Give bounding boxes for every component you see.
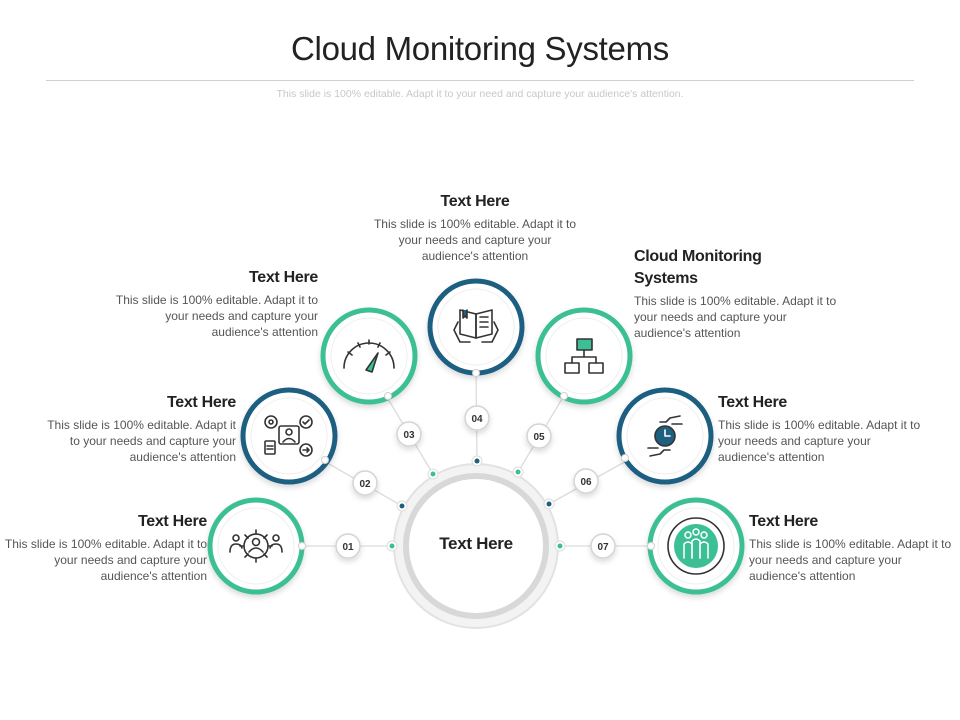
item-05-text: Cloud Monitoring Systems This slide is 1…	[634, 246, 838, 341]
item-04-body: This slide is 100% editable. Adapt it to…	[373, 217, 577, 264]
title-divider	[46, 80, 914, 81]
svg-text:02: 02	[359, 479, 371, 490]
item-04-text: Text Here This slide is 100% editable. A…	[372, 191, 578, 264]
team-gear-icon	[229, 529, 283, 563]
number-badges: 01 02 03 04 05 06 07	[335, 405, 616, 559]
item-07-heading: Text Here	[749, 513, 819, 530]
item-06-heading: Text Here	[718, 394, 788, 411]
svg-text:06: 06	[580, 477, 592, 488]
item-01-heading: Text Here	[137, 513, 207, 530]
item-02-heading: Text Here	[166, 394, 236, 411]
item-06-text: Text Here This slide is 100% editable. A…	[718, 392, 922, 465]
badge-07: 07	[590, 533, 616, 559]
item-07-text: Text Here This slide is 100% editable. A…	[749, 511, 953, 584]
node-04	[427, 278, 525, 377]
node-06	[616, 387, 714, 485]
item-06-body: This slide is 100% editable. Adapt it to…	[718, 418, 921, 465]
node-03	[320, 307, 418, 405]
hands-clock-icon	[647, 415, 683, 457]
book-hands-icon	[453, 309, 499, 343]
svg-text:03: 03	[403, 430, 415, 441]
node-01	[207, 497, 306, 595]
node-02	[240, 387, 338, 485]
hub-dots	[386, 455, 566, 552]
item-01-text: Text Here This slide is 100% editable. A…	[4, 511, 207, 584]
slide-title: Cloud Monitoring Systems	[291, 30, 669, 67]
badge-03: 03	[396, 421, 422, 447]
badge-01: 01	[335, 533, 361, 559]
item-02-text: Text Here This slide is 100% editable. A…	[34, 392, 236, 465]
item-05-body: This slide is 100% editable. Adapt it to…	[634, 294, 837, 340]
slide-subtitle: This slide is 100% editable. Adapt it to…	[276, 88, 684, 100]
badge-06: 06	[573, 468, 599, 494]
badge-02: 02	[352, 470, 378, 496]
item-02-body: This slide is 100% editable. Adapt it to…	[47, 418, 236, 465]
center-label: Text Here	[439, 534, 513, 553]
workflow-icon	[264, 415, 313, 457]
badge-05: 05	[526, 423, 552, 449]
node-07	[647, 497, 745, 595]
svg-text:04: 04	[471, 414, 483, 425]
item-03-body: This slide is 100% editable. Adapt it to…	[115, 293, 318, 340]
center-hub	[393, 463, 559, 629]
svg-text:01: 01	[342, 542, 354, 553]
svg-text:07: 07	[597, 542, 609, 553]
item-03-heading: Text Here	[248, 269, 318, 286]
svg-text:05: 05	[533, 432, 545, 443]
item-01-body: This slide is 100% editable. Adapt it to…	[4, 537, 207, 584]
item-07-body: This slide is 100% editable. Adapt it to…	[749, 537, 952, 584]
item-05-heading: Cloud Monitoring Systems	[634, 248, 762, 287]
speedometer-icon	[343, 339, 395, 373]
item-04-heading: Text Here	[440, 193, 510, 210]
item-03-text: Text Here This slide is 100% editable. A…	[114, 267, 318, 340]
node-05	[535, 307, 633, 405]
badge-04: 04	[464, 405, 490, 431]
people-group-icon	[667, 517, 725, 575]
hierarchy-icon	[564, 338, 604, 374]
